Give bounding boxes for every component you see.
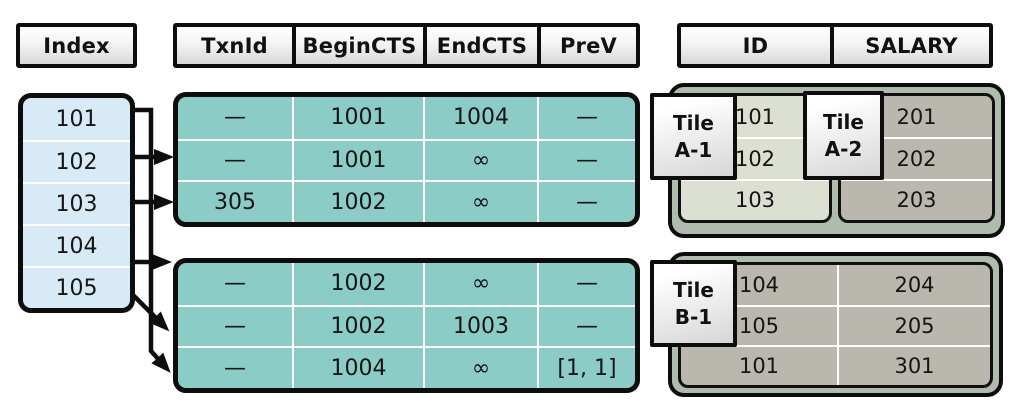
tile-label-line: Tile: [673, 278, 714, 302]
tile-cell: 101: [681, 345, 837, 385]
version-cell: ∞: [423, 180, 537, 222]
tile-label-line: B-1: [674, 305, 713, 329]
column-header-endcts: EndCTS: [423, 27, 537, 64]
version-cell: 1004: [423, 97, 537, 139]
index-entry: 104: [23, 224, 130, 266]
tile-cell: 301: [837, 345, 990, 385]
tile-label-line: A-2: [824, 137, 863, 161]
index-header-box: Index: [16, 23, 137, 68]
version-cell: ∞: [423, 346, 537, 388]
column-header-txnid: TxnId: [201, 33, 268, 58]
version-cell: —: [178, 304, 292, 347]
tile-cell: 105: [681, 305, 837, 345]
version-cell: —: [537, 263, 635, 305]
tile-b1-nameplate: Tile B-1: [650, 260, 737, 347]
column-header-salary: SALARY: [830, 27, 989, 64]
version-cell: —: [224, 271, 246, 297]
tile-header-box: ID SALARY: [677, 23, 993, 68]
tile-label-line: A-1: [674, 138, 713, 162]
tile-cell: 203: [841, 178, 992, 220]
tile-cell: 101: [734, 104, 776, 129]
tile-cell: 201: [896, 104, 937, 129]
index-table: 101 102 103 104 105: [18, 93, 135, 313]
index-header-label: Index: [43, 33, 110, 58]
version-cell: 1001: [292, 97, 423, 139]
version-cell: 1003: [423, 304, 537, 347]
version-cell: 1002: [292, 180, 423, 222]
version-cell: ∞: [423, 138, 537, 181]
tile-a2-nameplate: Tile A-2: [803, 91, 884, 180]
version-cell: 1001: [292, 138, 423, 181]
index-entry: 105: [23, 266, 130, 308]
arrow-index-101: [131, 107, 171, 373]
tile-cell: 202: [841, 137, 992, 178]
version-cell: 1002: [292, 304, 423, 347]
version-table-1: — 1001 1004 — — 1001 ∞ — 305 1002 ∞ —: [173, 92, 640, 227]
version-cell: —: [537, 304, 635, 347]
column-header-begincts: BeginCTS: [292, 27, 423, 64]
version-cell: 1002: [292, 263, 423, 305]
version-cell: [1, 1]: [537, 346, 635, 388]
version-cell: 1004: [292, 346, 423, 388]
tile-a1-nameplate: Tile A-1: [650, 93, 737, 180]
version-cell: —: [537, 138, 635, 181]
version-cell: —: [178, 346, 292, 388]
version-cell: —: [537, 97, 635, 139]
version-cell: —: [178, 138, 292, 181]
tile-cell: 205: [837, 305, 990, 345]
arrow-index-105: [131, 293, 170, 332]
index-entry: 103: [23, 182, 130, 224]
tile-cell: 104: [738, 273, 780, 297]
tile-cell: 103: [681, 178, 829, 220]
version-cell: —: [537, 180, 635, 222]
version-cell: 305: [178, 180, 292, 222]
tile-label-line: Tile: [823, 110, 864, 134]
tile-cell: 102: [681, 137, 829, 178]
version-table-2: — 1002 ∞ — — 1002 1003 — — 1004 ∞ [1, 1]: [173, 258, 640, 393]
tile-cell: 204: [837, 265, 990, 305]
tile-label-line: Tile: [673, 111, 714, 135]
version-cell: —: [224, 105, 246, 131]
column-header-id: ID: [742, 33, 769, 58]
version-cell: ∞: [423, 263, 537, 305]
column-header-prev: PreV: [537, 27, 636, 64]
version-table-header-box: TxnId BeginCTS EndCTS PreV: [173, 23, 640, 68]
index-entry: 102: [23, 140, 130, 182]
index-entry: 101: [55, 106, 98, 132]
